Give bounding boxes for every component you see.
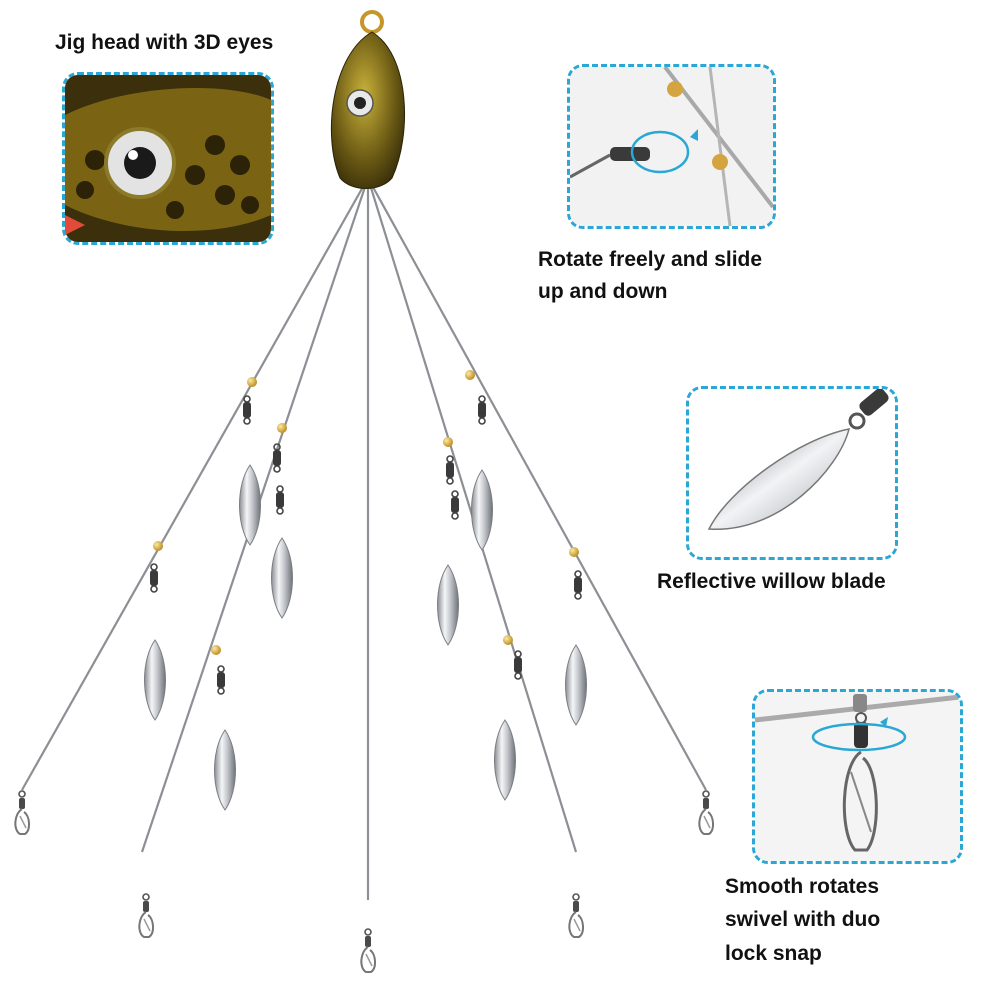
rotate-callout [567, 64, 776, 229]
willow-blades [144, 464, 587, 811]
gold-beads [153, 370, 579, 655]
fish-head-eye-icon [65, 75, 271, 242]
rotate-label-line1: Rotate freely and slide [538, 248, 763, 271]
swivel-label-line1: Smooth rotates [725, 875, 880, 898]
swivel-label-line2: swivel with duo [725, 908, 881, 931]
jig-head [330, 10, 405, 189]
jig-head-label: Jig head with 3D eyes [55, 31, 274, 54]
snap-swivel-icon [755, 692, 960, 861]
swivel-label-line3: lock snap [725, 942, 822, 965]
jig-head-callout [62, 72, 274, 245]
rotate-label-line2: up and down [538, 280, 668, 303]
swivel-callout [752, 689, 963, 864]
rig-wires [21, 177, 707, 900]
blade-callout [686, 386, 898, 560]
willow-blade-icon [689, 389, 895, 557]
blade-label: Reflective willow blade [657, 570, 886, 593]
duo-lock-snaps [14, 790, 715, 973]
swivel-rotate-icon [570, 67, 773, 226]
